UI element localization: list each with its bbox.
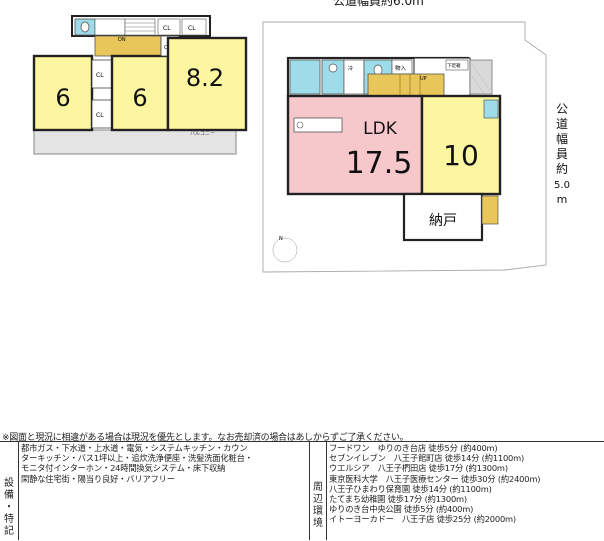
storage-room <box>402 192 484 242</box>
list-item: 東京医科大学 八王子医療センター 徒歩30分 (約2400m) <box>329 473 541 484</box>
ldk-size: 17.5 <box>346 146 413 181</box>
list-item: セブンイレブン 八王子館町店 徒歩14分 (約1100m) <box>329 453 525 464</box>
upper-floor-plan: バルコニー CL CL DN 6 CL CL 6 CL 8.2 <box>32 15 248 155</box>
bath <box>289 59 321 95</box>
equipment-label: 設 備 ・ 特 記 <box>4 478 14 537</box>
list-item: たてまち幼稚園 徒歩17分 (約1300m) <box>329 494 467 505</box>
list-item: 八王子ひまわり保育園 徒歩14分 (約1100m) <box>329 483 492 494</box>
room-6-left <box>32 54 94 132</box>
kitchen-counter <box>293 117 343 133</box>
balcony-label: バルコニー <box>190 131 215 137</box>
hallway-lower <box>367 73 445 97</box>
closet-label: CL <box>163 25 171 32</box>
list-item: ウエルシア 八王子椚田店 徒歩17分 (約1300m) <box>329 463 508 474</box>
floor-plan-drawing: バルコニー CL CL DN 6 CL CL 6 CL 8.2 <box>32 0 570 273</box>
svg-text:5.0: 5.0 <box>554 180 570 191</box>
stair-mark-dn: DN <box>118 37 126 43</box>
hallway-upper <box>94 35 162 57</box>
closet-label: CL <box>96 112 104 119</box>
closet-top-1 <box>157 18 181 36</box>
road-top-label: 公道幅員約6.0m <box>333 0 424 8</box>
room-8-2 <box>166 36 248 132</box>
svg-text:約: 約 <box>556 161 568 176</box>
ldk <box>286 94 424 196</box>
room-label: 10 <box>443 139 479 172</box>
svg-text:N: N <box>279 236 283 242</box>
storage-label: 納戸 <box>429 213 457 229</box>
ldk-label: LDK <box>363 119 398 139</box>
svg-text:道: 道 <box>556 117 568 131</box>
balcony <box>33 129 237 155</box>
fixture-shoe: 下足箱 <box>447 62 461 69</box>
property-info-table <box>0 441 604 541</box>
closet-top-2 <box>181 18 207 36</box>
disclaimer-notice: ※図面と現況に相違がある場合は現況を優先とします。なお売却済の場合はあしからずご… <box>2 433 409 443</box>
closet-label: CL <box>188 25 196 32</box>
closet-label: CL <box>96 72 104 79</box>
room-label: 6 <box>55 84 70 112</box>
svg-text:幅: 幅 <box>556 131 568 146</box>
surroundings-label: 周 辺 環 境 <box>313 482 323 529</box>
stair-mark-up: UP <box>420 76 427 82</box>
lower-floor-plan: 冷 物入 下足箱 UP LDK 17.5 10 納戸 <box>262 0 570 273</box>
lot-boundary <box>262 21 547 273</box>
svg-text:員: 員 <box>556 147 568 161</box>
north-arrow-icon: N <box>272 236 298 263</box>
road-right-label: 公 道 幅 員 約 5.0 m <box>554 102 570 206</box>
fixture-fridge: 冷 <box>348 65 353 72</box>
room-6-middle <box>110 54 170 132</box>
equipment-list: 都市ガス・下水道・上水道・電気・システムキッチン・カウン ターキッチン・バス1坪… <box>21 443 253 484</box>
room-label: 6 <box>132 84 147 112</box>
surroundings-list: フードワン ゆりのき台店 徒歩5分 (約400m) セブンイレブン 八王子館町店… <box>329 443 540 525</box>
list-item: イトーヨーカドー 八王子店 徒歩25分 (約2000m) <box>329 514 516 525</box>
fixture-storage: 物入 <box>395 64 407 72</box>
list-item: ゆりのき台中央公園 徒歩5分 (約400m) <box>329 504 474 515</box>
svg-text:m: m <box>557 193 568 206</box>
list-item: フードワン ゆりのき台店 徒歩5分 (約400m) <box>329 443 498 453</box>
room-label: 8.2 <box>186 64 224 92</box>
svg-text:公: 公 <box>556 102 568 116</box>
